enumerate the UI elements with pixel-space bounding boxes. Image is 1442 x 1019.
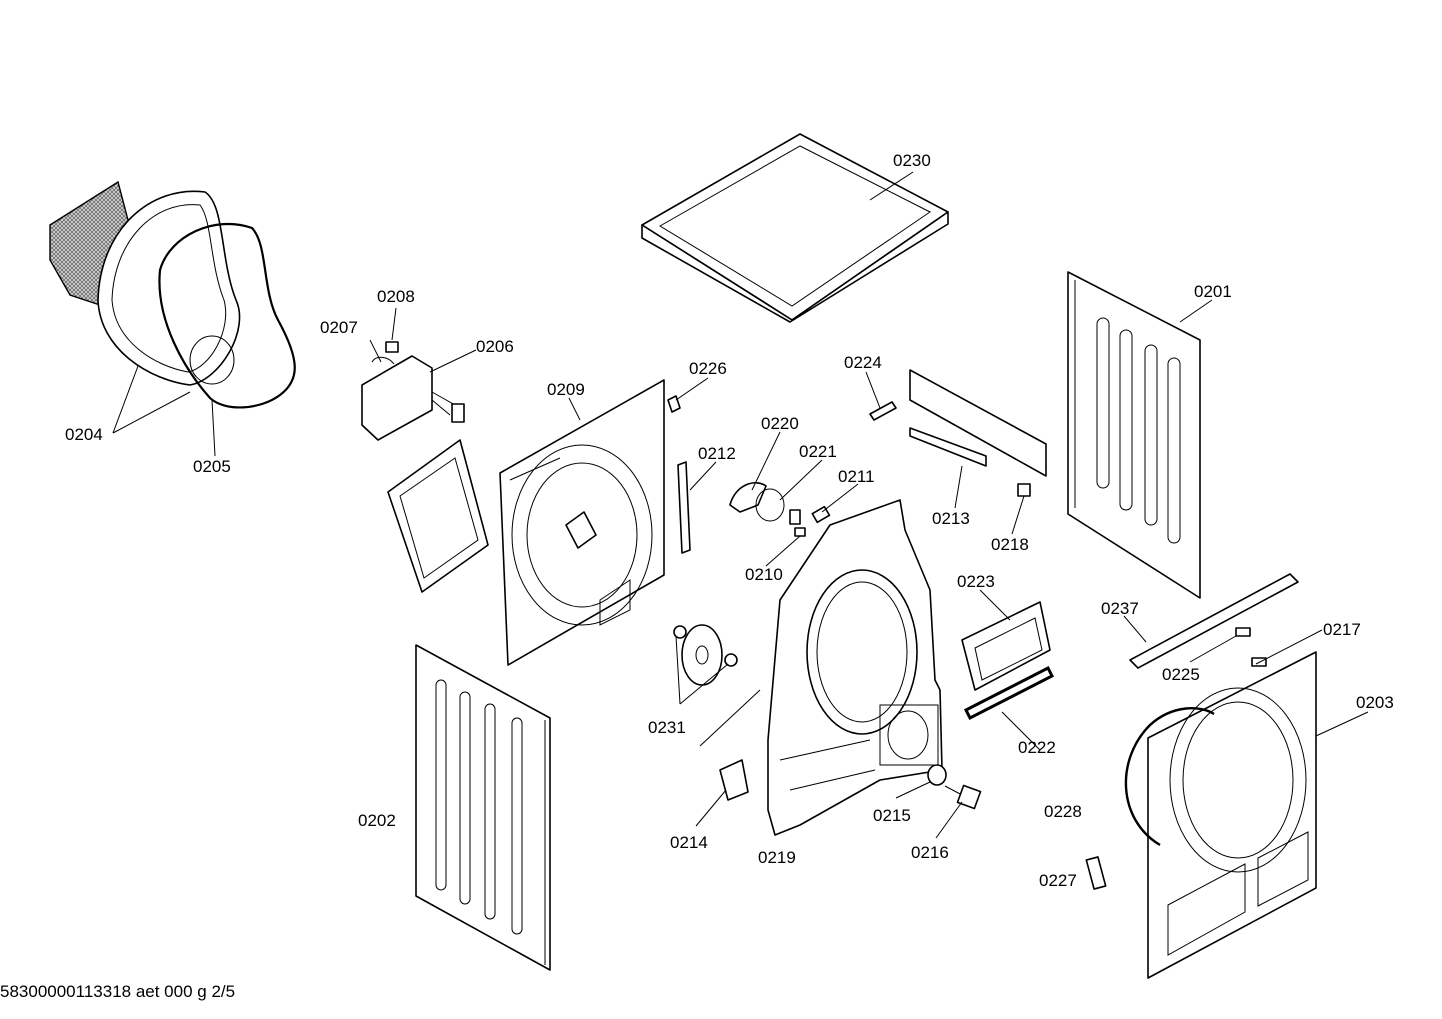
label-0210: 0210 (745, 565, 783, 584)
label-0231: 0231 (648, 718, 686, 737)
label-0201: 0201 (1194, 282, 1232, 301)
clip-0226-part (667, 395, 681, 413)
label-0228: 0228 (1044, 802, 1082, 821)
label-0203: 0203 (1356, 693, 1394, 712)
label-0218: 0218 (991, 535, 1029, 554)
label-0221: 0221 (799, 442, 837, 461)
door-assembly-part (49, 180, 296, 409)
filter-housing-part (387, 439, 489, 593)
label-0227: 0227 (1039, 871, 1077, 890)
label-0206: 0206 (476, 337, 514, 356)
top-cover-part (641, 133, 949, 323)
small-parts-cluster (729, 481, 831, 537)
label-0220: 0220 (761, 414, 799, 433)
label-0209: 0209 (547, 380, 585, 399)
catch-0227-part (1085, 856, 1107, 890)
label-0222: 0222 (1018, 738, 1056, 757)
label-0205: 0205 (193, 457, 231, 476)
plug-0216-part (944, 784, 982, 810)
label-0204: 0204 (65, 425, 103, 444)
lint-filter-part (961, 601, 1055, 721)
part-number-labels: 0230 0201 0208 0207 0206 0224 0226 0209 … (65, 151, 1394, 890)
top-rail-part (1129, 573, 1299, 669)
label-0202: 0202 (358, 811, 396, 830)
label-0230: 0230 (893, 151, 931, 170)
label-0208: 0208 (377, 287, 415, 306)
label-0225: 0225 (1162, 665, 1200, 684)
label-0213: 0213 (932, 509, 970, 528)
right-side-panel-part (1067, 271, 1201, 599)
control-panel-bracket-part (869, 369, 1047, 497)
knob-0215-part (927, 764, 947, 786)
hinge-0214-part (719, 759, 749, 801)
rear-panel-part (499, 379, 665, 666)
leader-lines (112, 171, 1369, 839)
front-frame-part (767, 499, 943, 836)
drawing-number-footer: 58300000113318 aet 000 g 2/5 (0, 982, 236, 1001)
label-0223: 0223 (957, 572, 995, 591)
label-0224: 0224 (844, 353, 882, 372)
label-0214: 0214 (670, 833, 708, 852)
label-0219: 0219 (758, 848, 796, 867)
label-0211: 0211 (838, 467, 875, 486)
label-0216: 0216 (911, 843, 949, 862)
label-0226: 0226 (689, 359, 727, 378)
front-panel-part (1147, 651, 1317, 979)
label-0212: 0212 (698, 444, 736, 463)
label-0207: 0207 (320, 318, 358, 337)
label-0237: 0237 (1101, 599, 1139, 618)
label-0215: 0215 (873, 806, 911, 825)
label-0217: 0217 (1323, 620, 1361, 639)
bracket-0212-part (677, 461, 691, 554)
drum-wheel-part (673, 624, 738, 686)
control-module-part (361, 341, 465, 441)
left-side-panel-part (415, 644, 551, 971)
door-seal-0228-part (1124, 707, 1215, 847)
